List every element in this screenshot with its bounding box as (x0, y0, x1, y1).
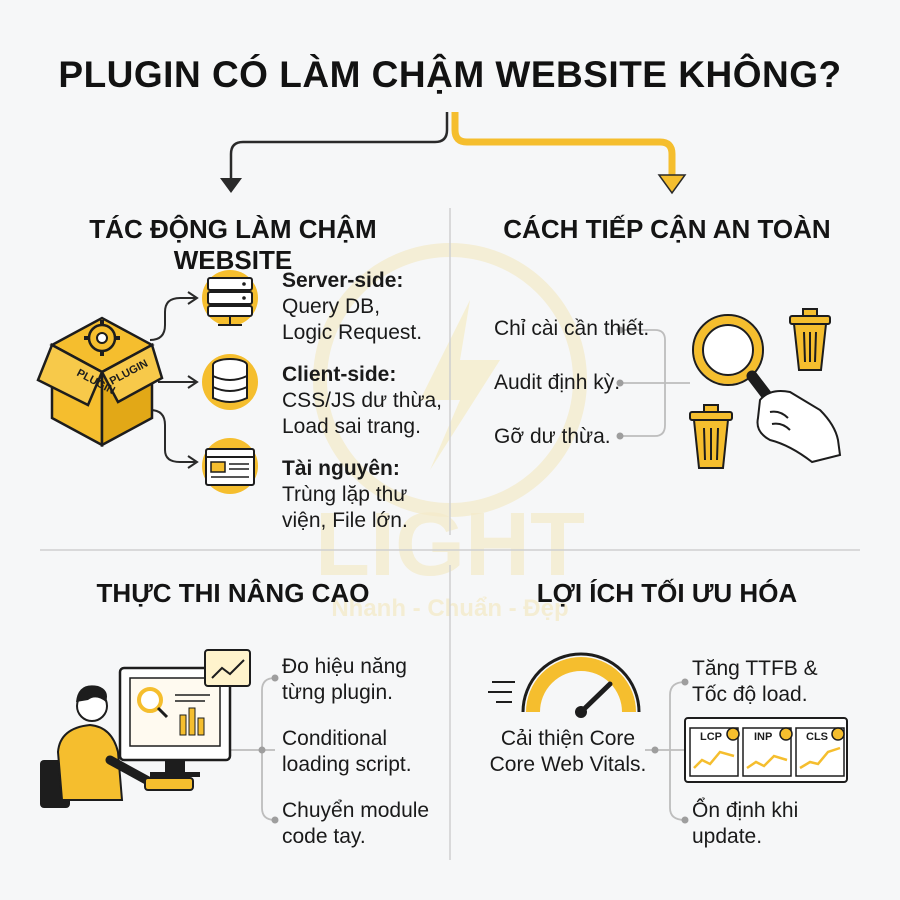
database-icon (202, 354, 258, 410)
impact-item-client: Client-side: CSS/JS dư thừa, Load sai tr… (282, 363, 443, 438)
browser-window-icon (202, 438, 258, 494)
arrow-left-icon (220, 178, 242, 193)
safe-heading: CÁCH TIẾP CẬN AN TOÀN (503, 214, 831, 244)
safe-item-1: Chỉ cài cần thiết. (494, 317, 650, 340)
gauge-caption: Cải thiện Core Core Web Vitals. (489, 727, 647, 776)
person-icon (40, 685, 194, 808)
safe-item-2: Audit định kỳ. (494, 371, 621, 394)
impact-item-server: Server-side: Query DB, Logic Request. (282, 269, 423, 344)
metric-cls: CLS (806, 731, 828, 743)
benefits-heading: LỢI ÍCH TỐI ƯU HÓA (536, 578, 798, 608)
trash-icon (789, 308, 831, 371)
page-title: PLUGIN CÓ LÀM CHẬM WEBSITE KHÔNG? (58, 54, 842, 95)
magnifier-icon (692, 314, 784, 416)
chart-popup-icon (204, 649, 251, 687)
monitor-icon (118, 666, 232, 777)
vitals-panel: LCP INP CLS (684, 717, 848, 783)
metric-inp: INP (754, 731, 772, 743)
server-rack-icon (202, 270, 258, 326)
speedometer-icon (488, 652, 641, 718)
advanced-heading: THỰC THI NÂNG CAO (96, 578, 370, 608)
benefit-item-1: Tăng TTFB & Tốc độ load. (692, 657, 818, 706)
impact-item-resources: Tài nguyên: Trùng lặp thư viện, File lớn… (282, 457, 408, 532)
arrow-right-icon (657, 174, 687, 195)
impact-heading: TÁC ĐỘNG LÀM CHẬM WEBSITE (89, 214, 377, 275)
trash-icon (689, 404, 733, 469)
safe-item-3: Gỡ dư thừa. (494, 425, 611, 448)
advanced-item-1: Đo hiệu năng từng plugin. (282, 655, 407, 704)
metric-lcp: LCP (700, 731, 722, 743)
hand-icon (756, 390, 842, 464)
advanced-item-2: Conditional loading script. (282, 727, 412, 776)
advanced-item-3: Chuyển module code tay. (282, 799, 430, 848)
benefit-item-2: Ổn định khi update. (692, 799, 799, 848)
